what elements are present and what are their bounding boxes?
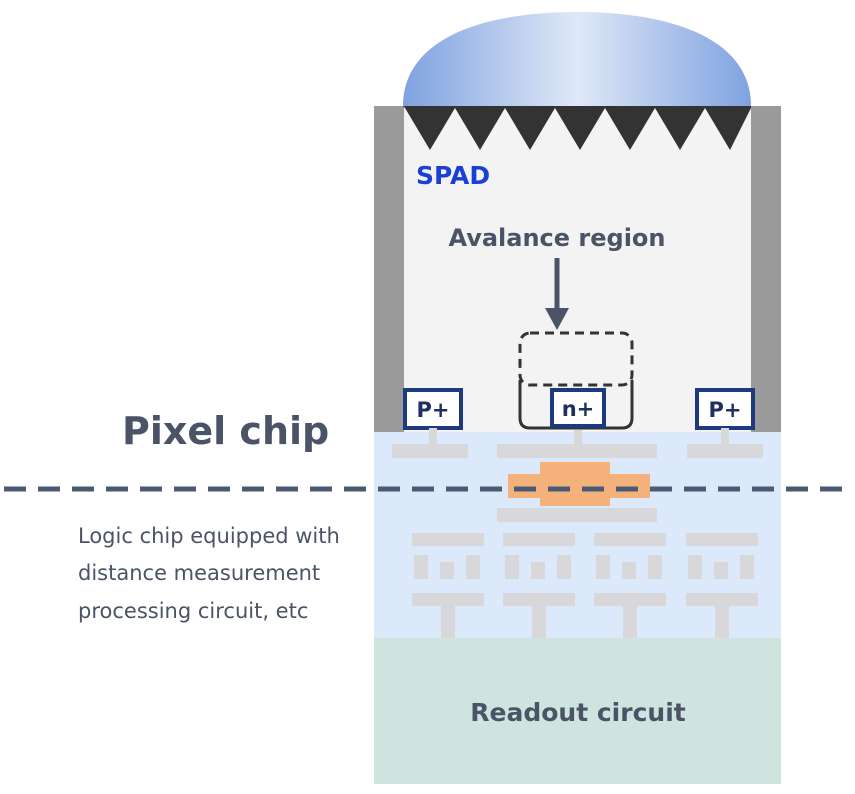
contact-center-label: n+ xyxy=(562,397,595,421)
bonding-pad xyxy=(508,462,650,506)
logic-top-metal xyxy=(497,508,657,522)
logic-wiring xyxy=(412,533,758,638)
avalanche-arrow-head xyxy=(545,308,569,330)
readout-circuit-label: Readout circuit xyxy=(470,698,686,727)
micro-lens xyxy=(403,12,751,106)
contact-center-group: n+ xyxy=(497,388,657,458)
side-wall-right xyxy=(751,106,781,432)
avalanche-region-box xyxy=(518,331,634,387)
readout-layer xyxy=(374,638,781,784)
spad-label: SPAD xyxy=(416,161,490,190)
spad-body xyxy=(403,106,751,432)
contact-left-group: P+ xyxy=(392,388,468,458)
contact-left-label: P+ xyxy=(417,398,450,422)
logic-chip-label-line1: Logic chip equipped with xyxy=(78,524,340,548)
contact-right-group: P+ xyxy=(687,388,763,458)
texture-teeth xyxy=(403,106,751,150)
side-wall-left xyxy=(374,106,404,432)
pixel-chip-label: Pixel chip xyxy=(122,409,329,453)
logic-chip-label-line3: processing circuit, etc xyxy=(78,599,308,623)
logic-chip-label-line2: distance measurement xyxy=(78,561,320,585)
contact-right-label: P+ xyxy=(709,398,742,422)
avalanche-region-label: Avalance region xyxy=(448,224,665,252)
